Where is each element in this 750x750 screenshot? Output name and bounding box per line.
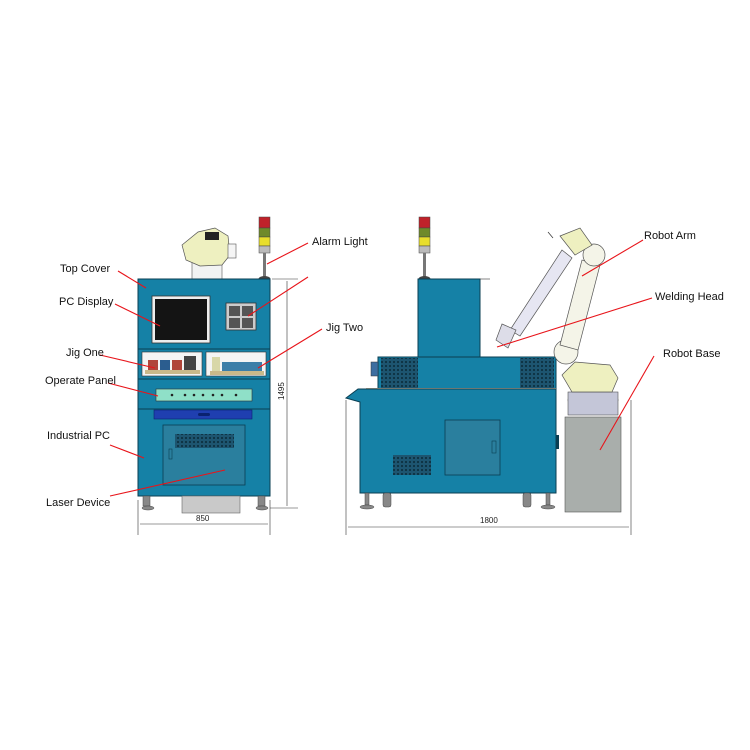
front-robot-head [181,227,237,281]
front-feet [141,495,269,511]
side-view: 1800 [344,216,632,535]
label-pc-display: PC Display [59,296,114,308]
leader-lines [99,239,655,497]
side-robot-base [564,416,622,513]
label-alarm-light: Alarm Light [312,236,368,248]
front-dimension-lines [137,278,298,535]
side-alarm-light [418,216,431,282]
side-width-dimension: 1800 [480,516,498,525]
front-view: 850 1495 [137,216,298,535]
side-robot-arm [495,227,619,393]
side-access-door [444,419,501,476]
label-jig-two: Jig Two [326,322,364,334]
label-welding-head: Welding Head [655,291,724,303]
side-top-block [417,278,481,358]
label-robot-arm: Robot Arm [644,230,696,242]
front-width-dimension: 850 [196,514,210,523]
front-alarm-light [258,216,271,282]
label-laser-device: Laser Device [46,497,111,509]
label-jig-one: Jig One [66,347,104,359]
front-small-window [225,302,257,331]
label-top-cover: Top Cover [60,263,111,275]
side-dimension-lines [345,278,632,535]
front-height-dimension: 1495 [277,382,286,400]
label-robot-base: Robot Base [663,348,721,360]
label-operate-panel: Operate Panel [45,375,116,387]
side-feet [359,492,556,510]
label-industrial-pc: Industrial PC [47,430,110,442]
